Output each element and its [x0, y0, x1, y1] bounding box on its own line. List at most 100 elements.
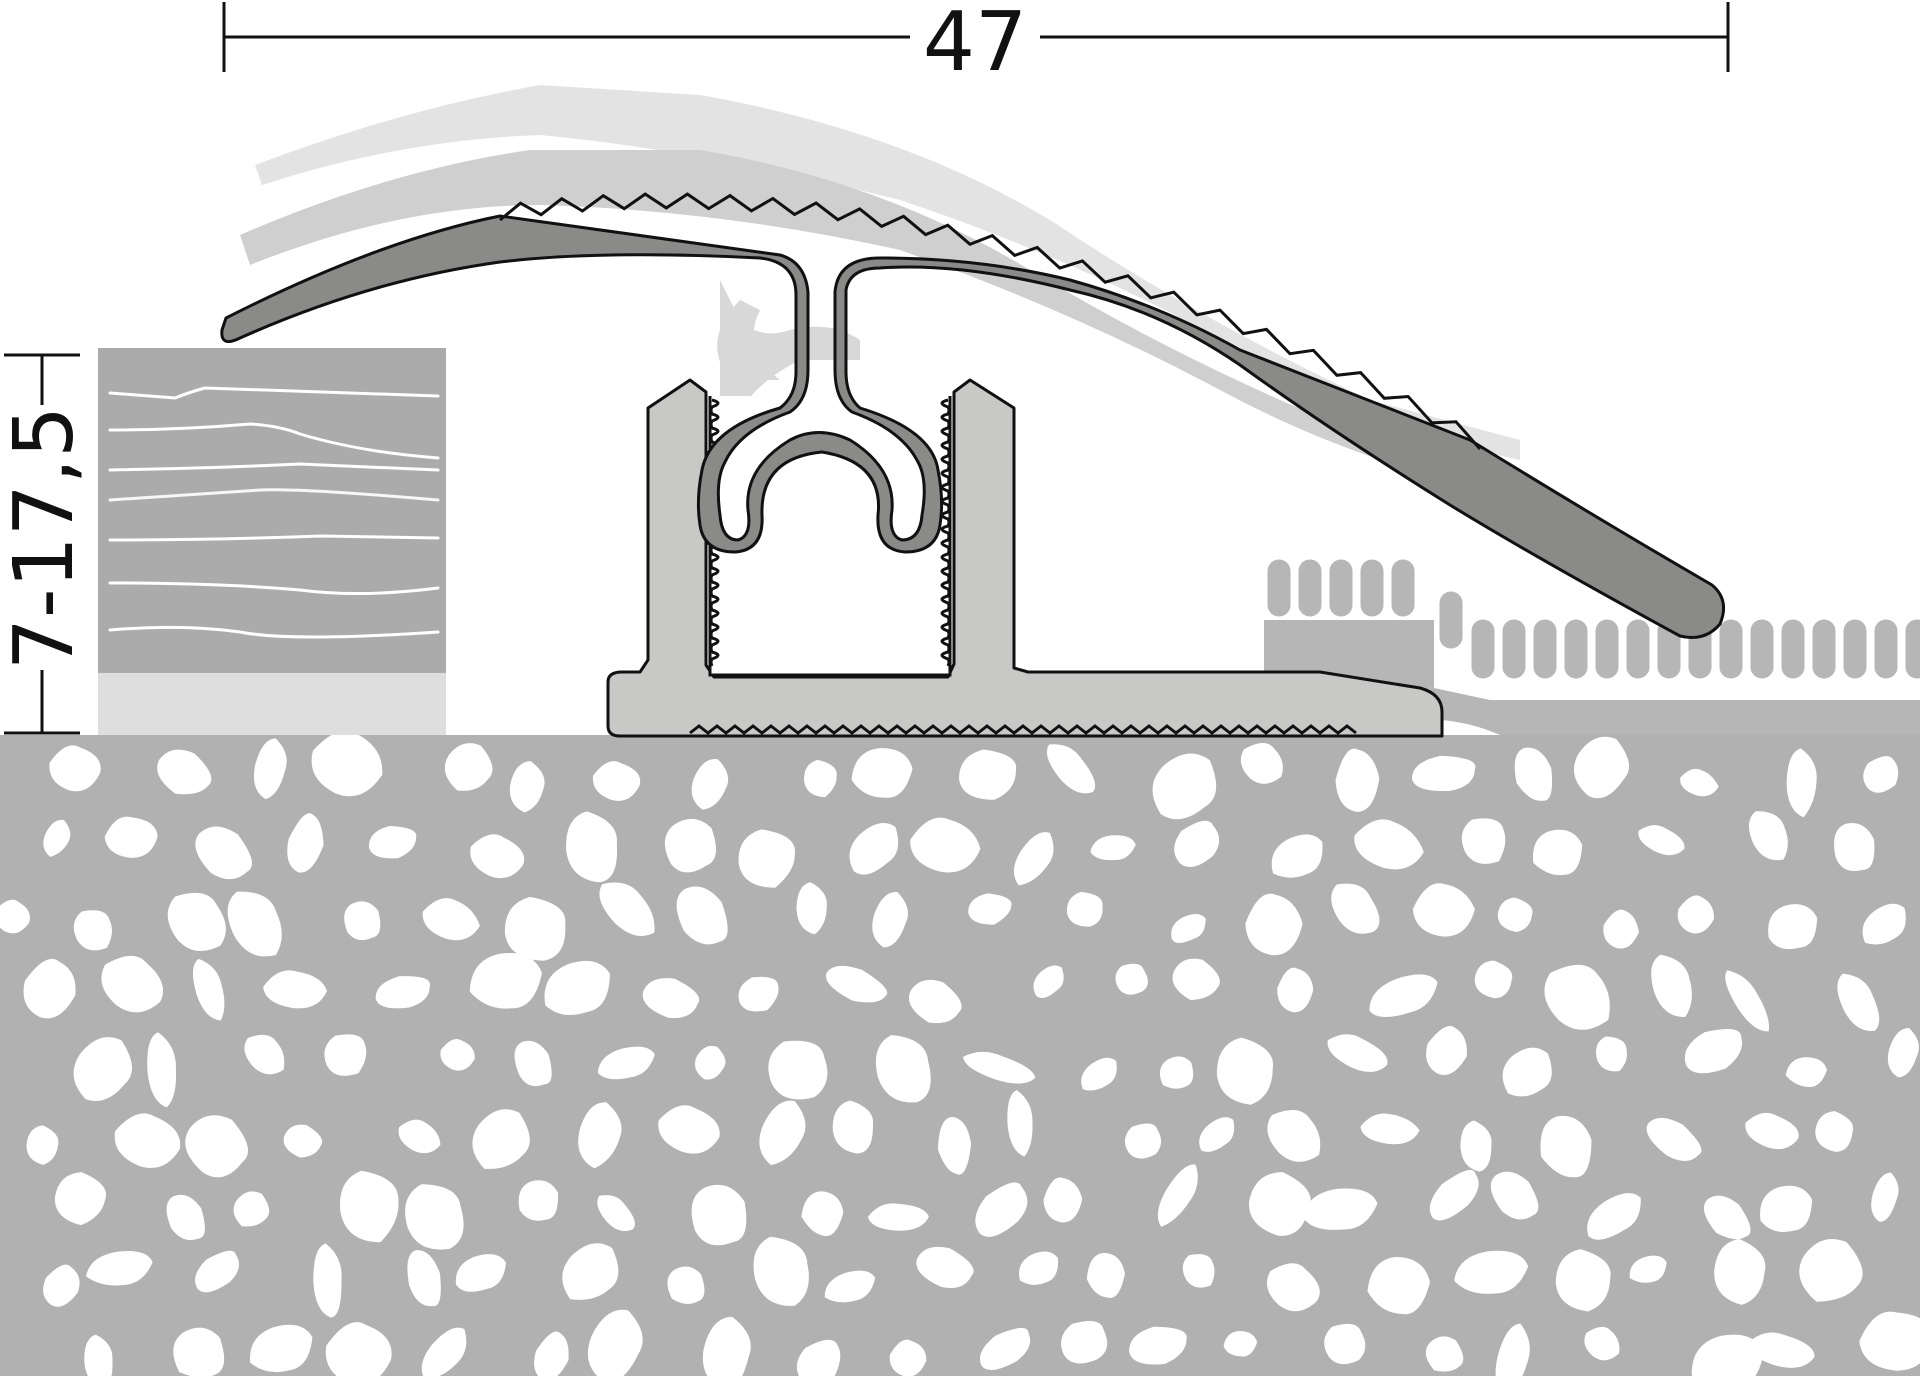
subfloor-stone — [1532, 829, 1583, 876]
subfloor-stone — [1412, 883, 1475, 937]
subfloor-stone — [1426, 1025, 1467, 1075]
subfloor-stone — [872, 892, 908, 948]
subfloor-stone — [694, 1045, 726, 1080]
carpet-loop — [1295, 556, 1325, 620]
subfloor-stone — [587, 1309, 643, 1376]
subfloor-stone — [908, 979, 962, 1024]
subfloor-stone — [1429, 1169, 1479, 1221]
subfloor-stone — [1240, 742, 1283, 784]
subfloor-stone — [566, 811, 618, 883]
subfloor-stone — [1411, 755, 1476, 792]
subfloor-stone — [1871, 1172, 1899, 1222]
subfloor-stone — [691, 1184, 747, 1246]
subfloor-stone — [440, 1038, 475, 1071]
subfloor-stone — [233, 1191, 270, 1227]
subfloor-stone — [340, 1170, 399, 1243]
carpet-loop — [1499, 616, 1529, 682]
subfloor-stone — [1725, 970, 1770, 1032]
subfloor-stone — [1199, 1117, 1235, 1152]
subfloor-stone — [195, 826, 252, 880]
subfloor-stone — [824, 1270, 876, 1303]
carpet-loop — [1326, 556, 1356, 620]
subfloor-stone — [592, 761, 641, 801]
subfloor-stone — [1216, 1037, 1274, 1105]
subfloor-stone — [1124, 1123, 1162, 1159]
subfloor-stone — [1815, 1111, 1854, 1152]
subfloor-stone — [1171, 914, 1206, 943]
subfloor-stone — [849, 822, 899, 875]
subfloor-stone — [1271, 834, 1323, 878]
subfloor-stone — [1603, 909, 1639, 949]
subfloor-stone — [1033, 965, 1064, 998]
subfloor-stone — [167, 892, 226, 952]
subfloor-stone — [114, 1113, 181, 1168]
subfloor-stone — [1786, 748, 1817, 818]
subfloor-stone — [84, 1334, 113, 1376]
subfloor-stone — [642, 978, 700, 1019]
subfloor-stone — [1007, 1090, 1033, 1157]
subfloor-stone — [73, 910, 112, 951]
subfloor-stone — [975, 1182, 1028, 1237]
subfloor-stone — [1157, 1164, 1198, 1227]
subfloor-stone — [1638, 825, 1685, 856]
carpet-loop — [1716, 616, 1746, 682]
subfloor-stone — [702, 1316, 751, 1376]
subfloor-stone — [147, 1032, 177, 1108]
subfloor-stone — [1760, 1185, 1813, 1232]
subfloor-stone — [1061, 1321, 1108, 1364]
subfloor-stone — [1785, 1057, 1827, 1088]
subfloor-stone — [26, 1125, 59, 1165]
subfloor-stone — [1081, 1057, 1117, 1091]
base-teeth-right — [940, 398, 951, 667]
subfloor-stone — [959, 749, 1017, 800]
subfloor-stone — [1863, 756, 1899, 793]
subfloor-stone — [104, 816, 158, 858]
subfloor-stone — [1354, 819, 1424, 870]
subfloor-stone — [249, 1324, 313, 1373]
subfloor-stone — [263, 970, 327, 1009]
subfloor-stone — [324, 1034, 367, 1076]
subfloor-stone — [73, 1037, 132, 1102]
subfloor-stone — [1324, 1323, 1366, 1365]
subfloor-stone — [253, 738, 287, 800]
base-bottom-serration — [689, 724, 1357, 735]
subfloor-stone — [375, 976, 430, 1009]
subfloor-stone — [851, 748, 913, 798]
subfloor-stone — [796, 1339, 841, 1376]
subfloor-stone — [509, 761, 545, 813]
subfloor-stone — [676, 886, 728, 945]
subfloor-stone — [157, 749, 212, 795]
carpet-loop — [1747, 616, 1777, 682]
carpet-loop — [1623, 616, 1653, 682]
subfloor-stone — [1677, 895, 1715, 934]
subfloor-stone — [562, 1243, 619, 1300]
subfloor-stone — [1043, 1177, 1083, 1223]
subfloor-stone — [1714, 1239, 1766, 1305]
subfloor-stone — [889, 1339, 927, 1376]
subfloor-stone — [1152, 753, 1217, 820]
carpet-loop — [1809, 616, 1839, 682]
subfloor-stone — [1013, 832, 1054, 886]
subfloor-stone — [1544, 964, 1610, 1030]
subfloor-stone — [504, 896, 566, 961]
subfloor-stone — [185, 1115, 249, 1178]
subfloor-stone — [313, 1243, 342, 1318]
subfloor-stone — [518, 1180, 558, 1221]
subfloor-stone — [407, 1250, 441, 1307]
subfloor-stone — [804, 759, 837, 798]
subfloor-stone — [875, 1034, 931, 1103]
subfloor-stone — [1086, 1252, 1125, 1298]
wood-underlay — [98, 673, 446, 735]
subfloor-stone — [1172, 958, 1220, 1001]
subfloor-stone — [691, 759, 729, 810]
subfloor-stone — [1159, 1056, 1194, 1089]
subfloor-stone — [54, 1172, 107, 1226]
width-dimension-label: 47 — [923, 0, 1027, 90]
subfloor-stone — [1749, 811, 1788, 861]
profile-base — [606, 378, 1444, 738]
carpet-loop — [1561, 616, 1591, 682]
subfloor-stone — [1555, 1249, 1611, 1312]
subfloor-stone — [738, 976, 779, 1012]
subfloor-stone — [1266, 1263, 1320, 1312]
